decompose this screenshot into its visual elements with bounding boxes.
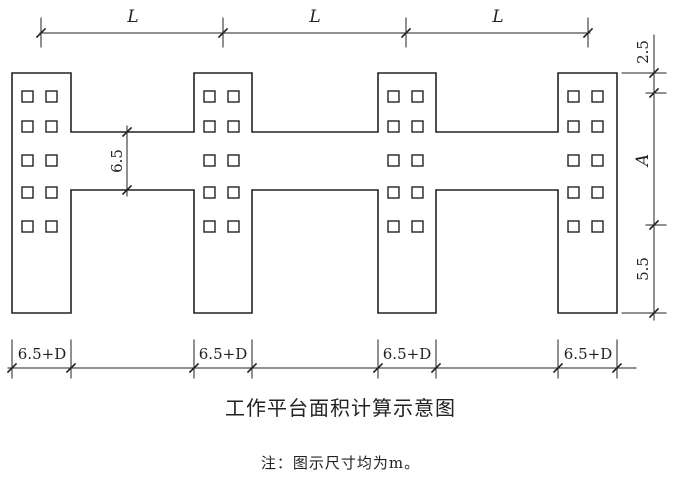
tower-width-label-2: 6.5+D xyxy=(199,345,247,363)
connector-dimension xyxy=(121,125,133,197)
window-t3-r4-c2 xyxy=(411,186,424,199)
tower-width-label-3: 6.5+D xyxy=(383,345,431,363)
window-t2-r5-c1 xyxy=(203,220,216,233)
span-label-1: L xyxy=(126,7,138,27)
window-t1-r5-c2 xyxy=(45,220,58,233)
window-t3-r4-c1 xyxy=(387,186,400,199)
window-t3-r2-c1 xyxy=(387,120,400,133)
window-t2-r5-c2 xyxy=(227,220,240,233)
window-t4-r4-c1 xyxy=(567,186,580,199)
window-t1-r3-c1 xyxy=(21,154,34,167)
platform-outline xyxy=(11,72,618,314)
window-t4-r2-c1 xyxy=(567,120,580,133)
window-t1-r4-c2 xyxy=(45,186,58,199)
window-t4-r3-c1 xyxy=(567,154,580,167)
window-t3-r3-c1 xyxy=(387,154,400,167)
window-t1-r1-c2 xyxy=(45,90,58,103)
window-t1-r2-c2 xyxy=(45,120,58,133)
window-t4-r5-c2 xyxy=(591,220,604,233)
tower-width-label-4: 6.5+D xyxy=(564,345,612,363)
right-dim-label-middle: A xyxy=(633,154,653,168)
window-t4-r1-c2 xyxy=(591,90,604,103)
window-t3-r2-c2 xyxy=(411,120,424,133)
window-t4-r4-c2 xyxy=(591,186,604,199)
window-t1-r5-c1 xyxy=(21,220,34,233)
window-t4-r2-c2 xyxy=(591,120,604,133)
right-dim-label-bottom: 5.5 xyxy=(634,257,652,281)
window-t2-r2-c1 xyxy=(203,120,216,133)
window-t2-r4-c1 xyxy=(203,186,216,199)
window-t2-r3-c1 xyxy=(203,154,216,167)
window-t3-r5-c2 xyxy=(411,220,424,233)
span-label-3: L xyxy=(491,7,503,27)
window-t4-r1-c1 xyxy=(567,90,580,103)
window-t3-r1-c2 xyxy=(411,90,424,103)
right-dim-label-top: 2.5 xyxy=(634,40,652,64)
window-t4-r3-c2 xyxy=(591,154,604,167)
right-dimension xyxy=(621,34,667,321)
window-t3-r5-c1 xyxy=(387,220,400,233)
window-grid xyxy=(21,90,604,233)
diagram-note: 注：图示尺寸均为m。 xyxy=(260,454,421,472)
window-t2-r1-c1 xyxy=(203,90,216,103)
top-dimension xyxy=(35,17,594,48)
window-t4-r5-c1 xyxy=(567,220,580,233)
window-t2-r3-c2 xyxy=(227,154,240,167)
tower-width-label-1: 6.5+D xyxy=(18,345,66,363)
window-t2-r1-c2 xyxy=(227,90,240,103)
window-t1-r4-c1 xyxy=(21,186,34,199)
window-t1-r2-c1 xyxy=(21,120,34,133)
window-t3-r3-c2 xyxy=(411,154,424,167)
window-t3-r1-c1 xyxy=(387,90,400,103)
window-t1-r3-c2 xyxy=(45,154,58,167)
connector-height-label: 6.5 xyxy=(108,149,126,173)
bottom-dimension xyxy=(6,339,637,379)
span-label-2: L xyxy=(308,7,320,27)
window-t1-r1-c1 xyxy=(21,90,34,103)
window-t2-r4-c2 xyxy=(227,186,240,199)
diagram-title: 工作平台面积计算示意图 xyxy=(225,396,456,420)
window-t2-r2-c2 xyxy=(227,120,240,133)
